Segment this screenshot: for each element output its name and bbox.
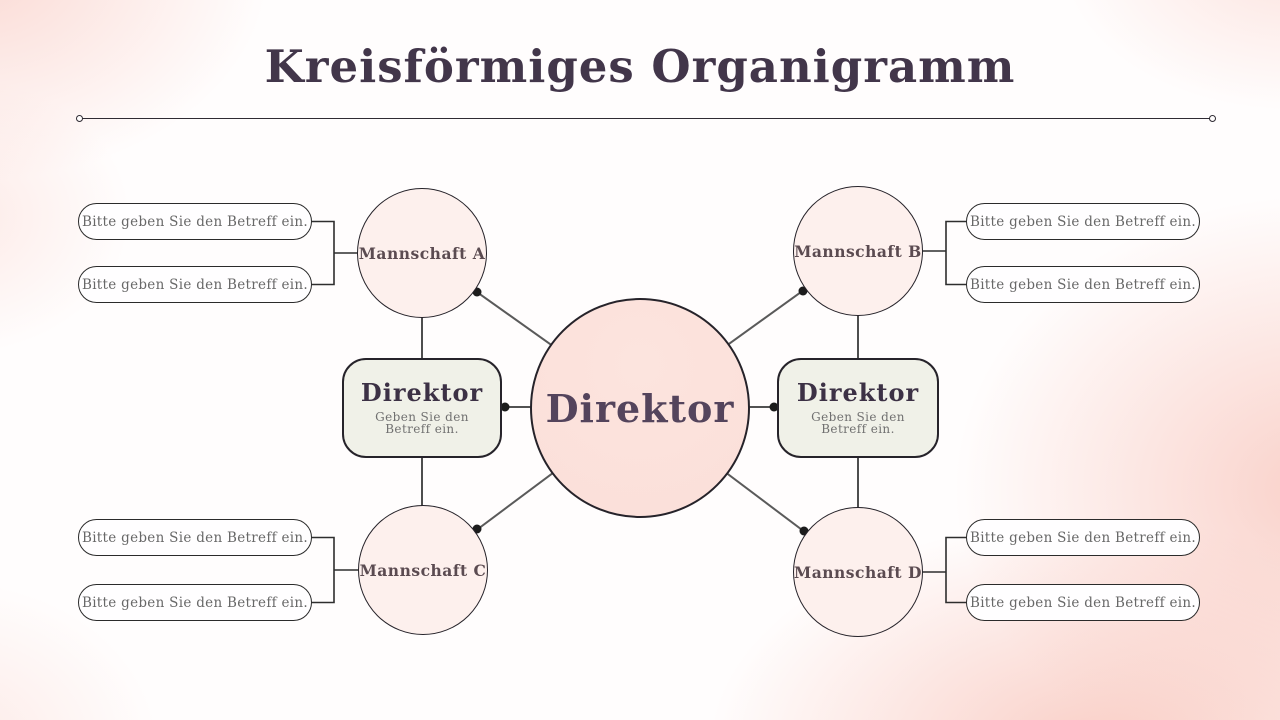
placeholder-pill-b1[interactable]: Bitte geben Sie den Betreff ein. — [966, 203, 1200, 240]
connector-pills-a — [310, 220, 360, 286]
team-node-b[interactable]: Mannschaft B — [793, 186, 923, 316]
page-title: Kreisförmiges Organigramm — [264, 40, 1016, 93]
team-node-a[interactable]: Mannschaft A — [357, 188, 487, 318]
director-box-right-subtitle[interactable]: Geben Sie den Betreff ein. — [811, 410, 905, 436]
director-box-right-title: Direktor — [796, 378, 920, 407]
placeholder-pill-d2[interactable]: Bitte geben Sie den Betreff ein. — [966, 584, 1200, 621]
team-d-label: Mannschaft D — [794, 562, 922, 582]
placeholder-pill-b2[interactable]: Bitte geben Sie den Betreff ein. — [966, 266, 1200, 303]
connector-pills-b — [921, 220, 970, 286]
team-node-c[interactable]: Mannschaft C — [358, 505, 488, 635]
center-node-label: Direktor — [545, 385, 735, 431]
director-box-left-subtitle[interactable]: Geben Sie den Betreff ein. — [375, 410, 469, 436]
placeholder-pill-a2[interactable]: Bitte geben Sie den Betreff ein. — [78, 266, 312, 303]
team-node-d[interactable]: Mannschaft D — [793, 507, 923, 637]
team-a-label: Mannschaft A — [358, 243, 486, 263]
connector-pills-d — [921, 536, 970, 604]
placeholder-pill-c2[interactable]: Bitte geben Sie den Betreff ein. — [78, 584, 312, 621]
center-node-direktor[interactable]: Direktor — [530, 298, 750, 518]
placeholder-pill-d1[interactable]: Bitte geben Sie den Betreff ein. — [966, 519, 1200, 556]
team-b-label: Mannschaft B — [794, 241, 922, 261]
director-box-left-title: Direktor — [360, 378, 484, 407]
junction-dot-icon — [769, 402, 779, 412]
placeholder-pill-a1[interactable]: Bitte geben Sie den Betreff ein. — [78, 203, 312, 240]
team-c-label: Mannschaft C — [359, 560, 487, 580]
placeholder-pill-c1[interactable]: Bitte geben Sie den Betreff ein. — [78, 519, 312, 556]
junction-dot-icon — [500, 402, 510, 412]
director-box-right[interactable]: Direktor Geben Sie den Betreff ein. — [777, 358, 939, 458]
connector-pills-c — [310, 536, 360, 604]
title-divider — [76, 115, 1216, 122]
divider-endpoint-icon — [1209, 115, 1216, 122]
director-box-left[interactable]: Direktor Geben Sie den Betreff ein. — [342, 358, 502, 458]
divider-endpoint-icon — [76, 115, 83, 122]
